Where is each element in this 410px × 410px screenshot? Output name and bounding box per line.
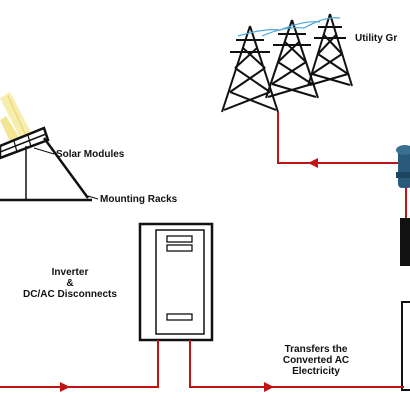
mounting-racks-pointer [87, 195, 99, 200]
mounting-racks-label: Mounting Racks [100, 194, 178, 205]
transfer-label: Transfers the Converted AC Electricity [256, 344, 376, 377]
mounting-rack-icon [0, 137, 92, 202]
inverter-icon [138, 222, 214, 342]
transfer-label-line: Transfers the [284, 344, 348, 355]
inverter-label-line: & [66, 278, 74, 289]
utility-meter-icon [396, 145, 410, 188]
distribution-panel-icon [400, 218, 410, 266]
transmission-tower-icon [221, 25, 279, 113]
dc-wire [0, 340, 159, 388]
transfer-label-line: Converted AC [282, 355, 350, 366]
arrow-icon [264, 382, 274, 392]
solar-modules-label: Solar Modules [56, 149, 125, 160]
arrow-icon [60, 382, 70, 392]
solar-modules-pointer [33, 147, 55, 155]
solar-module-icon [0, 126, 50, 160]
transfer-label-line: Electricity [292, 366, 340, 377]
inverter-label: Inverter & DC/AC Disconnects [0, 267, 140, 300]
transmission-tower-icon [265, 19, 319, 99]
ac-wire [189, 340, 404, 388]
grid-power-lines [237, 17, 341, 37]
utility-grid-label: Utility Gr [355, 33, 398, 44]
transmission-tower-icon [307, 13, 353, 87]
grid-wire [277, 112, 398, 164]
ac-load-icon [401, 301, 410, 391]
arrow-icon [308, 158, 318, 168]
inverter-label-line: Inverter [51, 267, 89, 278]
inverter-label-line: DC/AC Disconnects [23, 289, 117, 300]
